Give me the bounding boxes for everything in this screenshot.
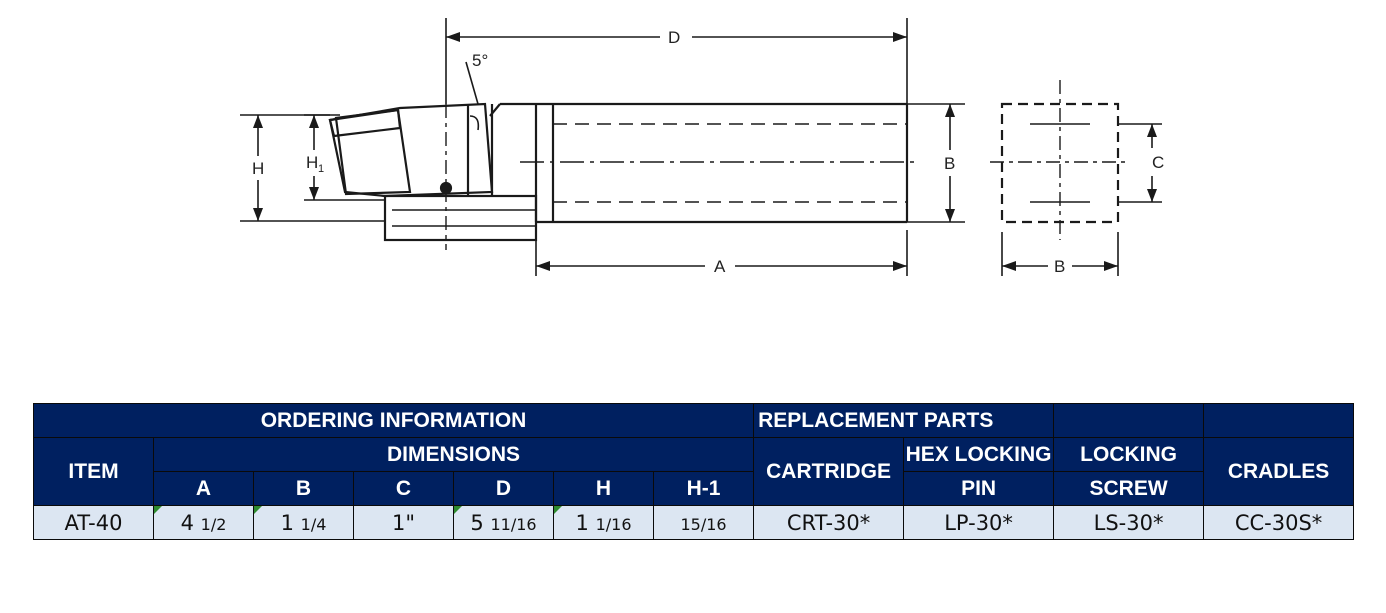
dim-h-cell: 1 1/16 xyxy=(553,505,654,540)
cradles-header: CRADLES xyxy=(1203,437,1355,506)
label-d: D xyxy=(668,28,680,47)
dim-d-whole: 5 xyxy=(470,510,484,535)
dimensions-header: DIMENSIONS xyxy=(152,437,755,472)
dim-header-c: C xyxy=(353,471,454,506)
label-a: A xyxy=(714,257,726,276)
dim-h1-cell: 15/16 xyxy=(652,505,755,540)
dim-d-fraction: 11/16 xyxy=(490,514,537,534)
screw-cell: LS-30* xyxy=(1053,505,1205,540)
cradle-cell: CC-30S* xyxy=(1203,505,1355,540)
label-b-bottom: B xyxy=(1054,257,1065,276)
locking-header: LOCKING xyxy=(1053,437,1205,472)
label-c: C xyxy=(1152,153,1164,172)
label-angle: 5° xyxy=(472,51,488,70)
label-h: H xyxy=(252,159,264,178)
dim-b-fraction: 1/4 xyxy=(300,514,327,534)
ordering-table: ORDERING INFORMATION REPLACEMENT PARTS I… xyxy=(32,403,1355,540)
hex-locking-header: HEX LOCKING xyxy=(903,437,1055,472)
dim-header-a: A xyxy=(153,471,254,506)
label-h1: H xyxy=(306,153,318,172)
item-header: ITEM xyxy=(33,437,154,506)
label-h1-sub: 1 xyxy=(318,163,324,175)
cartridge-header: CARTRIDGE xyxy=(753,437,905,506)
dim-header-h1: H-1 xyxy=(652,471,755,506)
dim-header-d: D xyxy=(453,471,554,506)
dim-a-fraction: 1/2 xyxy=(200,514,227,534)
item-cell: AT-40 xyxy=(33,505,154,540)
label-b-side: B xyxy=(944,154,955,173)
dim-b-cell: 1 1/4 xyxy=(253,505,354,540)
dim-h-fraction: 1/16 xyxy=(595,514,632,534)
ordering-information-header: ORDERING INFORMATION xyxy=(32,403,755,438)
dim-h-whole: 1 xyxy=(575,510,589,535)
dim-header-h: H xyxy=(553,471,654,506)
cartridge-cell: CRT-30* xyxy=(753,505,905,540)
pin-header: PIN xyxy=(903,471,1055,506)
dim-a-whole: 4 xyxy=(180,510,194,535)
blank-header-cell xyxy=(1053,403,1205,438)
dim-a-cell: 4 1/2 xyxy=(153,505,254,540)
blank-header-cell xyxy=(1203,403,1355,438)
dim-h1-value: 15/16 xyxy=(680,514,727,534)
replacement-parts-header: REPLACEMENT PARTS xyxy=(753,403,1055,438)
dim-header-b: B xyxy=(253,471,354,506)
technical-drawing: D 5° H H 1 B A C B xyxy=(240,18,1164,276)
dim-c-cell: 1" xyxy=(353,505,454,540)
pin-cell: LP-30* xyxy=(903,505,1055,540)
table-row: AT-40 4 1/2 1 1/4 1" 5 11/16 1 1/16 15/1… xyxy=(33,505,1355,540)
screw-header: SCREW xyxy=(1053,471,1205,506)
dim-d-cell: 5 11/16 xyxy=(453,505,554,540)
dim-b-whole: 1 xyxy=(280,510,294,535)
